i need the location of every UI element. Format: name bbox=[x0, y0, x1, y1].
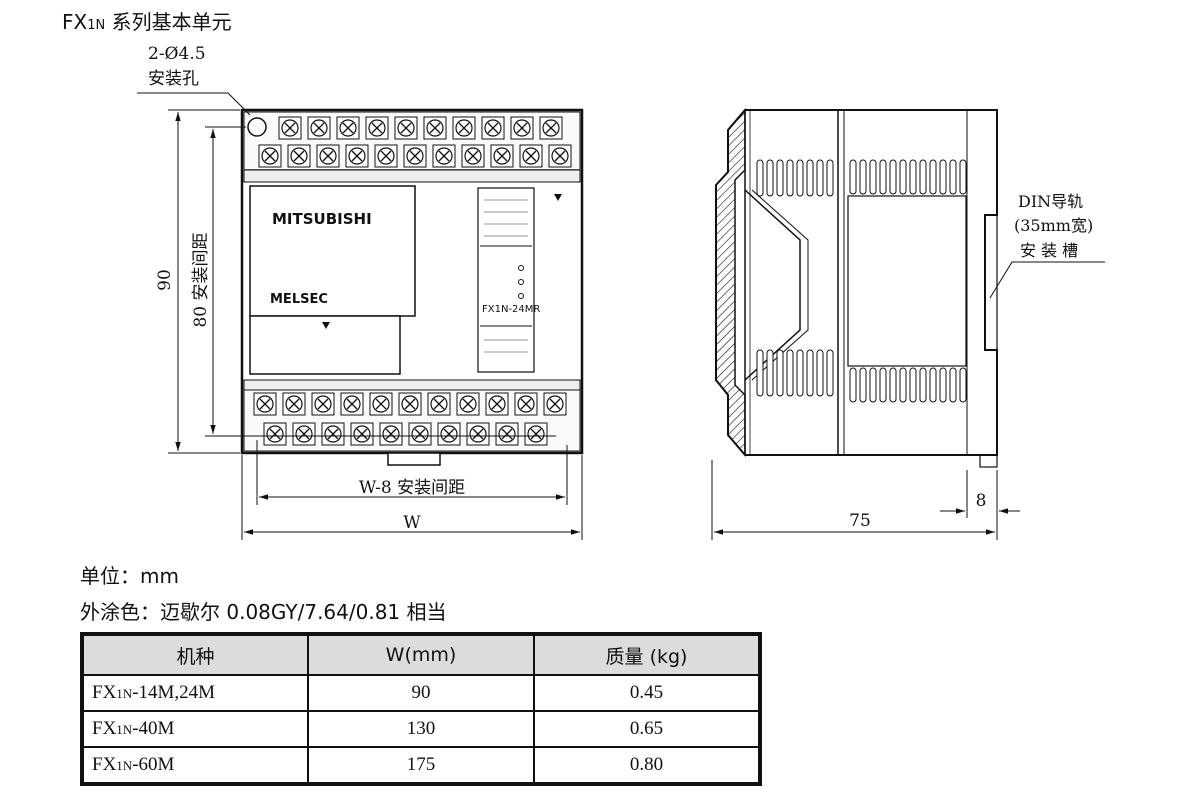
hole-name-label: 安装孔 bbox=[148, 69, 199, 89]
title-subscript: 1N bbox=[87, 18, 106, 33]
table-header-row: 机种 W(mm) 质量 (kg) bbox=[81, 633, 761, 676]
cell-mass: 0.80 bbox=[533, 746, 761, 785]
brand-label: MITSUBISHI bbox=[272, 210, 372, 228]
title-prefix: FX bbox=[62, 10, 88, 34]
hole-spec-label: 2-Ø4.5 bbox=[148, 44, 206, 64]
dim-90-label: 90 bbox=[155, 269, 175, 291]
top-screw-row-1 bbox=[278, 116, 563, 140]
cell-width: 90 bbox=[307, 674, 535, 712]
model-prefix: FX bbox=[92, 718, 117, 739]
cell-width: 130 bbox=[307, 710, 535, 748]
cell-model: FX1N-60M bbox=[81, 746, 309, 785]
model-subscript: 1N bbox=[116, 686, 133, 701]
table-row: FX1N-60M 175 0.80 bbox=[81, 746, 761, 785]
model-suffix: -60M bbox=[132, 754, 175, 775]
spec-table: 机种 W(mm) 质量 (kg) FX1N-14M,24M 90 0.45 FX… bbox=[80, 632, 762, 786]
horizontal-dimensions bbox=[241, 440, 583, 540]
header-model: 机种 bbox=[81, 633, 309, 676]
title-rest: 系列基本单元 bbox=[105, 10, 232, 34]
dim-w8-label: W-8 安装间距 bbox=[359, 478, 465, 498]
model-suffix: -14M,24M bbox=[132, 682, 216, 703]
vertical-dimensions bbox=[168, 109, 556, 454]
cell-mass: 0.65 bbox=[533, 710, 761, 748]
cell-width: 175 bbox=[307, 746, 535, 785]
model-suffix: -40M bbox=[132, 718, 175, 739]
bottom-screw-row-1 bbox=[253, 392, 567, 416]
dim-80-label: 80 安装间距 bbox=[191, 232, 211, 327]
front-view: MITSUBISHI MELSEC FX1N-24MR bbox=[240, 108, 584, 466]
model-subscript: 1N bbox=[116, 722, 133, 737]
lower-cover bbox=[249, 315, 401, 375]
dimension-drawing: MITSUBISHI MELSEC FX1N-24MR 90 80 安 bbox=[137, 44, 1105, 540]
model-prefix: FX bbox=[92, 754, 117, 775]
status-panel bbox=[477, 187, 535, 373]
dim-75-label: 75 bbox=[849, 511, 871, 531]
din-label-line3: 安 装 槽 bbox=[1020, 241, 1078, 260]
color-note: 外涂色：迈歇尔 0.08GY/7.64/0.81 相当 bbox=[80, 600, 447, 624]
dim-8-label: 8 bbox=[976, 491, 987, 511]
side-view bbox=[715, 107, 998, 468]
dim-w-label: W bbox=[403, 513, 421, 533]
table-row: FX1N-40M 130 0.65 bbox=[81, 710, 761, 748]
front-cover bbox=[249, 185, 416, 317]
din-label-line2: (35mm宽) bbox=[1014, 216, 1093, 235]
table-row: FX1N-14M,24M 90 0.45 bbox=[81, 674, 761, 712]
model-subscript: 1N bbox=[116, 758, 133, 773]
header-mass: 质量 (kg) bbox=[533, 633, 761, 676]
mounting-hole-top bbox=[247, 117, 267, 137]
din-label-line1: DIN导轨 bbox=[1018, 192, 1083, 211]
top-screw-row-2 bbox=[258, 144, 572, 168]
cell-mass: 0.45 bbox=[533, 674, 761, 712]
model-label: FX1N-24MR bbox=[482, 304, 540, 315]
unit-note: 单位：mm bbox=[80, 564, 179, 588]
header-width: W(mm) bbox=[307, 633, 535, 676]
side-dimensions bbox=[711, 460, 1020, 540]
cell-model: FX1N-40M bbox=[81, 710, 309, 748]
page-title: FX1N 系列基本单元 bbox=[62, 6, 232, 35]
din-latch bbox=[387, 452, 441, 466]
series-label: MELSEC bbox=[270, 292, 328, 307]
bottom-screw-row-2 bbox=[263, 422, 548, 446]
model-prefix: FX bbox=[92, 682, 117, 703]
cell-model: FX1N-14M,24M bbox=[81, 674, 309, 712]
